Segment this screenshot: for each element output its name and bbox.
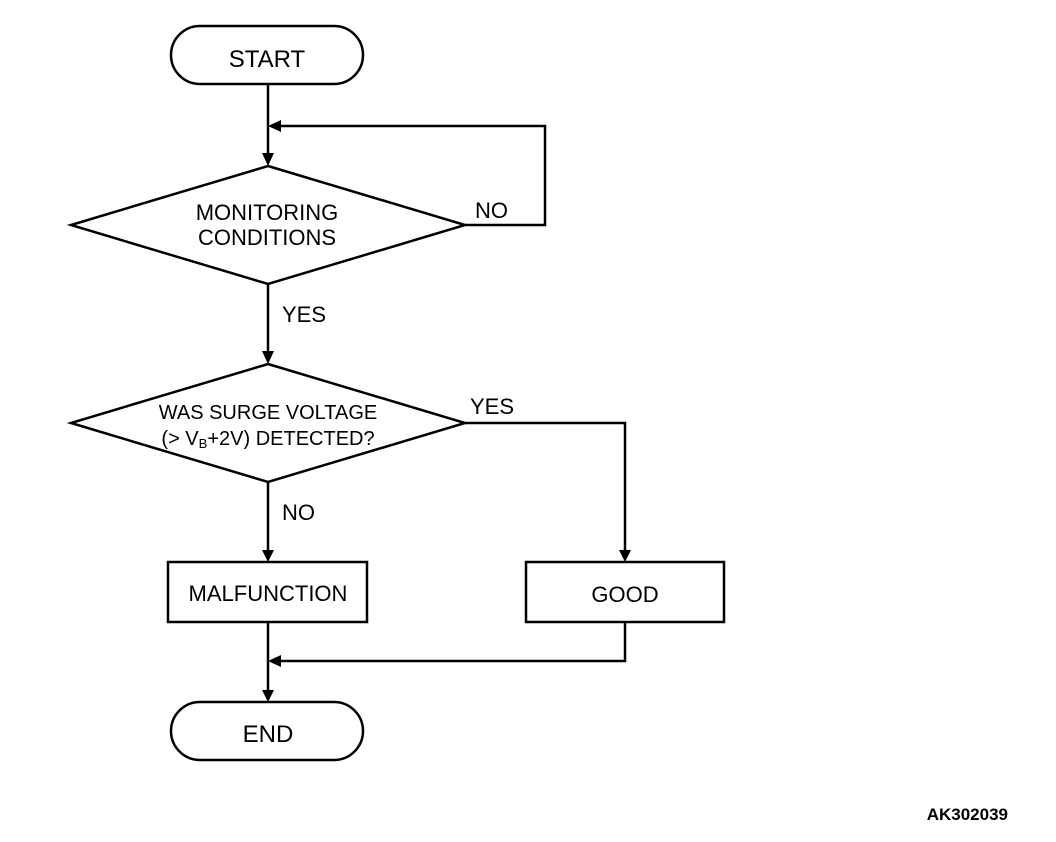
monitoring-no-label: NO [475,198,508,223]
connector-monitoring-yes: YES [262,284,326,364]
surge-label-suffix: +2V) DETECTED? [207,428,374,450]
monitoring-conditions-decision: MONITORING CONDITIONS [66,164,470,286]
connector-surge-no: NO [262,482,315,562]
monitoring-label-line1: MONITORING [196,200,339,225]
surge-label-line2: (> VB+2V) DETECTED? [161,428,374,451]
start-label: START [229,46,306,73]
connector-surge-yes: YES [465,394,631,562]
malfunction-label: MALFUNCTION [189,581,348,606]
connector-malfunction-to-end [262,622,274,702]
reference-code: AK302039 [927,805,1008,824]
connector-good-to-join [268,622,627,667]
surge-label-subscript: B [199,436,208,451]
monitoring-yes-label: YES [282,302,326,327]
surge-label-line1: WAS SURGE VOLTAGE [159,402,378,424]
surge-voltage-decision: WAS SURGE VOLTAGE (> VB+2V) DETECTED? [66,362,470,484]
good-label: GOOD [591,582,658,607]
surge-yes-label: YES [470,394,514,419]
connector-start-to-monitoring [262,84,274,166]
monitoring-label-line2: CONDITIONS [198,225,336,250]
good-box: GOOD [524,560,726,624]
connector-monitoring-no-loop: NO [268,120,547,227]
start-terminator: START [169,24,365,86]
end-label: END [243,721,294,748]
end-terminator: END [169,700,365,762]
malfunction-box: MALFUNCTION [166,560,369,624]
surge-no-label: NO [282,500,315,525]
surge-label-prefix: (> V [161,428,199,450]
